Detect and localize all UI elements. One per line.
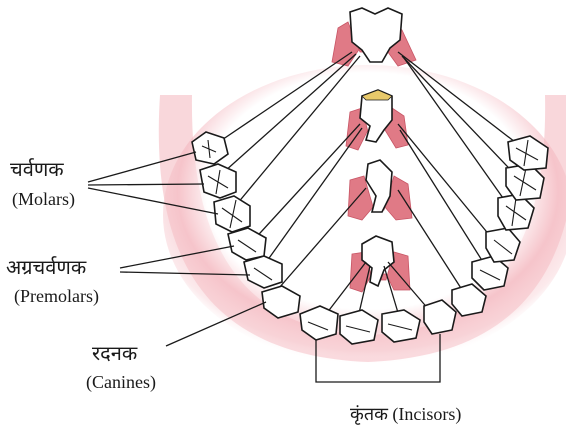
canines-label-hindi: रदनक [92, 343, 138, 365]
canines-label-english: (Canines) [86, 372, 156, 393]
molars-label-english: (Molars) [12, 189, 75, 210]
molars-label-hindi: चर्वणक [10, 158, 64, 181]
premolars-label-hindi: अग्रचर्वणक [6, 256, 87, 279]
premolars-label-english: (Premolars) [14, 286, 99, 307]
incisors-label: कृंतक (Incisors) [350, 404, 461, 425]
